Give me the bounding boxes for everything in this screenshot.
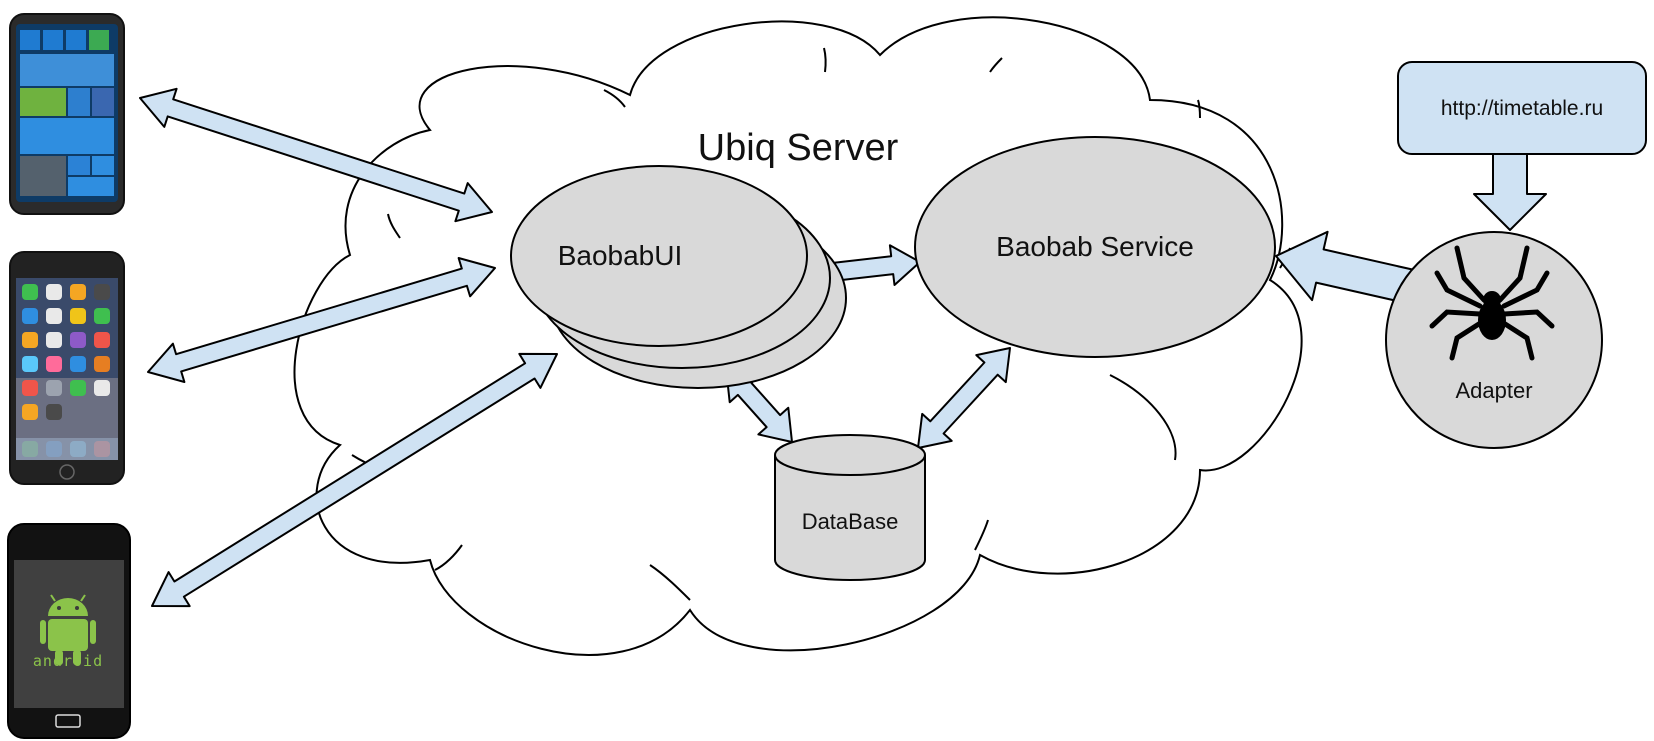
database-label: DataBase xyxy=(802,509,899,534)
source-url-box xyxy=(1397,61,1647,155)
adapter-node xyxy=(1385,231,1603,449)
arrow-adapter-baobab-service xyxy=(1275,230,1413,304)
source-url-label: http://timetable.ru xyxy=(1441,97,1603,120)
arrow-url-adapter xyxy=(1473,153,1547,231)
android-robot-icon xyxy=(40,594,96,665)
cloud-title: Ubiq Server xyxy=(698,127,899,169)
android-wordmark: android xyxy=(33,652,103,670)
arrow-iphone-baobab-ui xyxy=(147,257,496,383)
arrows xyxy=(139,87,1547,608)
iphone-icon xyxy=(9,251,125,485)
baobab-ui-stack xyxy=(510,165,847,389)
baobab-service-label: Baobab Service xyxy=(996,231,1194,262)
baobab-service-node xyxy=(914,136,1276,358)
adapter-label: Adapter xyxy=(1455,378,1532,403)
baobab-ui-label: BaobabUI xyxy=(558,240,683,271)
database-cylinder xyxy=(774,434,926,581)
android-phone-icon: android xyxy=(7,523,131,739)
spider-icon xyxy=(1429,245,1555,361)
baobab-ui-node xyxy=(510,165,808,347)
windows-phone-icon xyxy=(9,13,125,215)
arrow-windows-phone-baobab-ui xyxy=(139,87,493,223)
arrow-android-baobab-ui xyxy=(151,352,558,608)
